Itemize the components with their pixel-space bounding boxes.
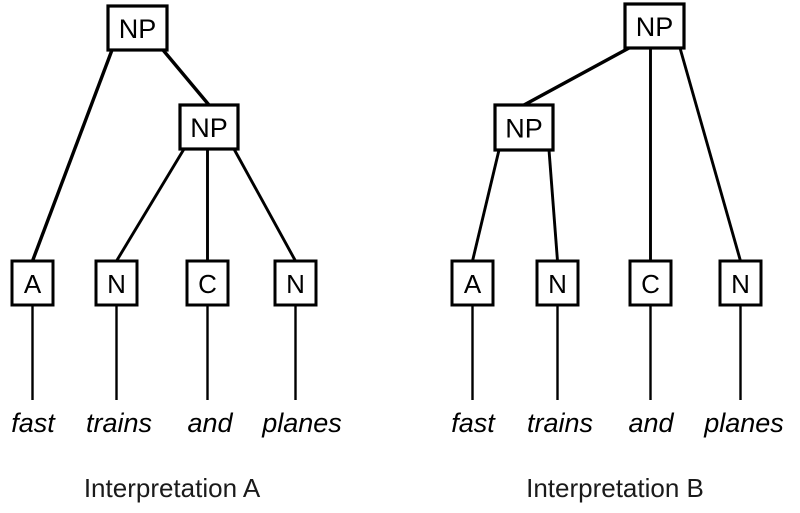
terminal-word-fast: fast xyxy=(451,408,496,438)
tree-node-b-np-root[interactable]: NP xyxy=(623,2,686,50)
node-box-b-pos-n1 xyxy=(535,259,580,307)
tree-node-a-np-root[interactable]: NP xyxy=(106,4,169,52)
node-box-b-pos-c xyxy=(628,259,673,307)
caption-tree-a: Interpretation A xyxy=(84,473,261,503)
tree-edge-a-np-inner-to-a-pos-n2 xyxy=(232,148,297,262)
node-box-b-np-root xyxy=(623,2,686,50)
tree-b-edges xyxy=(471,46,742,262)
tree-edge-a-np-inner-to-a-pos-n1 xyxy=(115,148,186,262)
terminal-word-and: and xyxy=(187,408,233,438)
tree-a-edges xyxy=(30,48,297,262)
node-label-b-pos-a: A xyxy=(464,269,482,299)
caption-tree-b: Interpretation B xyxy=(526,473,704,503)
node-box-a-pos-c xyxy=(185,259,230,307)
node-box-a-pos-a xyxy=(10,259,55,307)
node-label-a-np-inner: NP xyxy=(190,113,228,143)
tree-node-a-pos-a[interactable]: A xyxy=(10,259,55,307)
node-label-a-pos-a: A xyxy=(24,269,42,299)
tree-node-b-np-inner[interactable]: NP xyxy=(493,103,555,152)
tree-node-b-pos-a[interactable]: A xyxy=(450,259,495,307)
terminal-word-and: and xyxy=(628,408,674,438)
tree-a-stems xyxy=(31,305,297,400)
node-label-b-np-inner: NP xyxy=(505,114,543,144)
node-label-b-np-root: NP xyxy=(636,12,674,42)
tree-edge-a-np-root-to-a-pos-a xyxy=(30,49,114,262)
node-box-b-pos-n2 xyxy=(718,259,763,307)
terminal-word-trains: trains xyxy=(527,408,593,438)
tree-node-a-pos-c[interactable]: C xyxy=(185,259,230,307)
node-label-b-pos-c: C xyxy=(641,269,660,299)
terminal-word-trains: trains xyxy=(86,408,152,438)
tree-edge-b-np-inner-to-b-pos-a xyxy=(471,149,501,262)
tree-node-a-pos-n1[interactable]: N xyxy=(94,259,139,307)
node-box-a-pos-n2 xyxy=(273,259,318,307)
node-label-a-np-root: NP xyxy=(119,14,157,44)
tree-node-b-pos-n2[interactable]: N xyxy=(718,259,763,307)
node-label-a-pos-n1: N xyxy=(107,269,126,299)
tree-edge-b-np-root-to-b-np-inner xyxy=(523,46,630,107)
tree-b-stems xyxy=(471,305,742,400)
tree-node-b-pos-c[interactable]: C xyxy=(628,259,673,307)
node-box-b-pos-a xyxy=(450,259,495,307)
node-label-a-pos-n2: N xyxy=(286,269,305,299)
node-box-b-np-inner xyxy=(493,103,555,152)
tree-node-a-pos-n2[interactable]: N xyxy=(273,259,318,307)
terminal-word-planes: planes xyxy=(261,408,342,438)
node-box-a-np-inner xyxy=(178,103,240,151)
node-label-b-pos-n1: N xyxy=(548,269,567,299)
terminal-word-fast: fast xyxy=(11,408,56,438)
terminal-word-planes: planes xyxy=(703,408,784,438)
node-box-a-pos-n1 xyxy=(94,259,139,307)
node-label-b-pos-n2: N xyxy=(731,269,750,299)
tree-edge-a-np-root-to-a-np-inner xyxy=(161,48,211,107)
tree-edge-b-np-root-to-b-pos-n2 xyxy=(678,47,742,262)
node-label-a-pos-c: C xyxy=(198,269,217,299)
tree-node-b-pos-n1[interactable]: N xyxy=(535,259,580,307)
tree-node-a-np-inner[interactable]: NP xyxy=(178,103,240,151)
node-box-a-np-root xyxy=(106,4,169,52)
tree-edge-b-np-inner-to-b-pos-n1 xyxy=(547,149,559,262)
